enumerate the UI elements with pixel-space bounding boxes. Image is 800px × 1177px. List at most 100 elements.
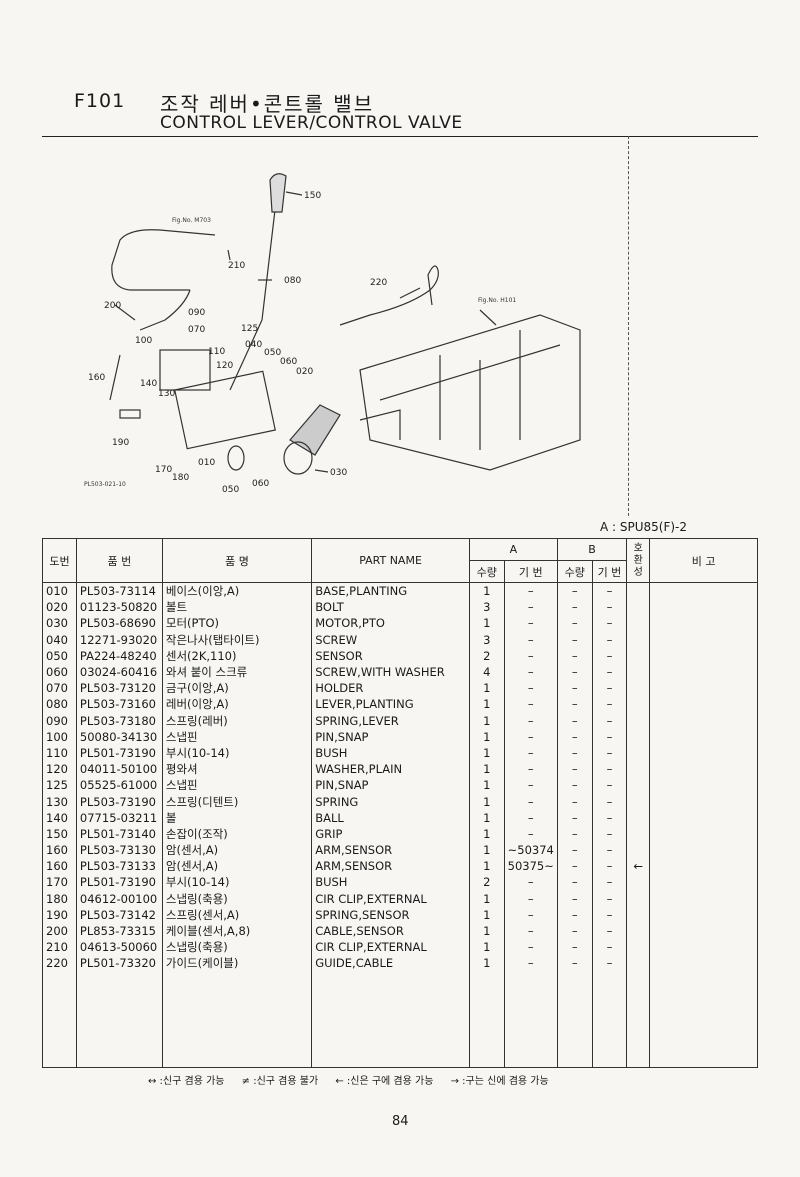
cell-qty-a: 1	[468, 906, 505, 923]
cable-guide-drawing	[339, 265, 439, 326]
cell-serial-b: –	[591, 647, 627, 664]
cell-name-korean: 스냅핀	[161, 728, 312, 745]
cell-compat	[626, 712, 650, 729]
header-rule	[42, 136, 758, 137]
cell-compat	[626, 809, 650, 826]
cell-serial-b: –	[591, 631, 627, 648]
legend-item: → :구는 신에 겸용 가능	[450, 1076, 549, 1087]
col-header-qty-b: 수량	[556, 560, 593, 583]
cell-name-korean: 스프링(디텐트)	[161, 793, 312, 810]
col-header-qty-a: 수량	[468, 560, 505, 583]
model-label: A : SPU85(F)-2	[600, 520, 688, 534]
cell-serial-b: –	[591, 890, 627, 907]
cell-serial-a: –	[503, 793, 558, 810]
blank-cell	[42, 971, 77, 1068]
cell-part-name: SENSOR	[311, 647, 470, 664]
cell-part-number: PL503-73120	[75, 680, 163, 697]
cell-part-number: PL503-73180	[75, 712, 163, 729]
cell-serial-a: –	[503, 728, 558, 745]
callout-label: 080	[284, 276, 301, 286]
figure-reference-right: Fig.No. H101	[478, 297, 516, 304]
cell-serial-a: –	[503, 599, 558, 616]
cell-serial-b: –	[591, 874, 627, 891]
cell-serial-a: –	[503, 712, 558, 729]
blank-cell	[161, 971, 312, 1068]
cell-remarks	[649, 744, 758, 762]
cell-number: 210	[42, 939, 77, 956]
cell-remarks	[649, 809, 758, 826]
cell-qty-b: –	[556, 874, 593, 891]
cell-part-name: CIR CLIP,EXTERNAL	[311, 890, 470, 907]
cell-part-number: 04613-50060	[75, 939, 163, 956]
cell-serial-b: –	[591, 599, 627, 616]
col-header-part-number: 품 번	[75, 538, 163, 583]
cell-serial-b: –	[591, 712, 627, 729]
cell-part-name: CIR CLIP,EXTERNAL	[311, 939, 470, 956]
cell-serial-a: –	[503, 939, 558, 956]
cell-remarks	[649, 761, 758, 778]
cell-part-name: ARM,SENSOR	[311, 842, 470, 859]
blank-cell	[591, 971, 627, 1068]
cell-qty-a: 1	[468, 939, 505, 956]
cell-part-name: BUSH	[311, 744, 470, 762]
cell-part-name: SPRING,LEVER	[311, 712, 470, 729]
cell-part-number: 04011-50100	[75, 761, 163, 778]
cell-qty-b: –	[556, 955, 593, 972]
cell-name-korean: 볼트	[161, 599, 312, 616]
cell-compat	[626, 728, 650, 745]
cell-serial-b: –	[591, 809, 627, 826]
cell-remarks	[649, 906, 758, 923]
cell-number: 020	[42, 599, 77, 616]
col-header-part-name: PART NAME	[311, 538, 470, 583]
cell-serial-a: –	[503, 922, 558, 940]
cell-serial-b: –	[591, 825, 627, 842]
cell-remarks	[649, 955, 758, 972]
col-header-group-a: A	[468, 538, 558, 561]
callout-label: 160	[88, 373, 105, 383]
bracket-drawing	[174, 370, 276, 450]
cell-compat	[626, 874, 650, 891]
cell-part-number: PL503-73160	[75, 696, 163, 713]
cell-compat	[626, 647, 650, 664]
cell-compat	[626, 615, 650, 632]
col-header-remarks: 비 고	[649, 538, 758, 583]
cell-compat: ←	[626, 858, 650, 875]
cell-name-korean: 케이블(센서,A,8)	[161, 922, 312, 940]
blank-cell	[75, 971, 163, 1068]
cell-serial-a: ~50374	[503, 842, 558, 859]
callout-label: 130	[158, 389, 175, 399]
cell-part-name: PIN,SNAP	[311, 728, 470, 745]
cell-number: 110	[42, 744, 77, 762]
cell-qty-a: 1	[468, 582, 505, 600]
callout-label: 120	[216, 361, 233, 371]
cell-qty-b: –	[556, 663, 593, 681]
legend-item: ≠ :신구 겸용 불가	[241, 1076, 319, 1087]
cell-qty-a: 2	[468, 647, 505, 664]
section-title-korean: 조작 레버•콘트롤 밸브	[160, 92, 375, 116]
cell-part-name: SCREW	[311, 631, 470, 648]
grip-drawing	[269, 173, 287, 213]
cell-qty-b: –	[556, 777, 593, 794]
callout-label: 140	[140, 379, 157, 389]
cell-part-number: PL501-73320	[75, 955, 163, 972]
cell-qty-a: 1	[468, 696, 505, 713]
cell-part-number: 05525-61000	[75, 777, 163, 794]
compatibility-legend: ↔ :신구 겸용 가능 ≠ :신구 겸용 불가 ← :신은 구에 겸용 가능 →…	[148, 1072, 563, 1087]
blank-cell	[503, 971, 558, 1068]
cell-remarks	[649, 696, 758, 713]
cell-qty-b: –	[556, 599, 593, 616]
cell-serial-b: –	[591, 615, 627, 632]
cell-part-number: PL503-73142	[75, 906, 163, 923]
legend-item: ← :신은 구에 겸용 가능	[335, 1076, 434, 1087]
cell-compat	[626, 696, 650, 713]
cell-serial-b: –	[591, 680, 627, 697]
cell-part-name: HOLDER	[311, 680, 470, 697]
cell-part-number: 01123-50820	[75, 599, 163, 616]
cell-remarks	[649, 777, 758, 794]
cell-part-number: PA224-48240	[75, 647, 163, 664]
callout-label: 190	[112, 438, 129, 448]
